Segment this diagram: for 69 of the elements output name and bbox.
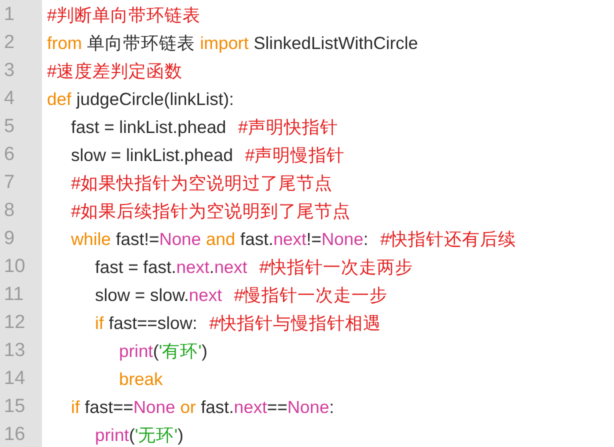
code-text: fast!= xyxy=(116,228,160,250)
line-number: 7 xyxy=(4,172,15,194)
code-comment: #慢指针一次走一步 xyxy=(234,284,388,307)
code-builtin: next xyxy=(176,256,210,278)
code-builtin: print xyxy=(119,340,154,362)
code-text: : xyxy=(329,396,334,418)
code-keyword: while xyxy=(71,228,111,250)
code-keyword: import xyxy=(200,32,249,54)
code-keyword: if xyxy=(71,396,80,418)
code-comment: #声明慢指针 xyxy=(244,144,345,167)
line-number: 13 xyxy=(4,340,26,362)
code-builtin: next xyxy=(188,284,222,306)
code-text: != xyxy=(306,228,322,250)
code-comment: #快指针与慢指针相遇 xyxy=(209,312,382,335)
line-number: 11 xyxy=(4,284,24,306)
code-text: fast = linkList.phead xyxy=(71,116,226,138)
line-number: 1 xyxy=(4,4,15,26)
code-builtin: next xyxy=(273,228,306,250)
code-text: SlinkedListWithCircle xyxy=(254,32,418,54)
line-number: 9 xyxy=(4,228,15,250)
code-keyword: or xyxy=(180,396,196,418)
code-comment: #快指针一次走两步 xyxy=(259,256,413,279)
line-number: 10 xyxy=(4,256,26,278)
line-number: 3 xyxy=(4,60,15,82)
line-number: 12 xyxy=(4,312,26,334)
code-text: judgeCircle(linkList): xyxy=(76,88,234,110)
code-builtin: print xyxy=(95,424,130,446)
line-number: 2 xyxy=(4,32,15,54)
line-number: 8 xyxy=(4,200,15,222)
code-text: fast. xyxy=(200,396,234,418)
code-text: fast==slow: xyxy=(108,312,198,334)
code-text: == xyxy=(266,396,288,418)
code-text: . xyxy=(209,256,214,278)
code-keyword: from xyxy=(47,32,82,54)
code-text: slow = linkList.phead xyxy=(71,144,233,166)
code-builtin: None xyxy=(321,228,364,250)
code-text: ) xyxy=(202,340,208,362)
code-keyword: def xyxy=(47,88,72,110)
code-keyword: and xyxy=(206,228,236,250)
code-builtin: None xyxy=(133,396,176,418)
code-comment: #速度差判定函数 xyxy=(47,60,183,83)
code-builtin: next xyxy=(214,256,248,278)
code-builtin: next xyxy=(234,396,267,418)
code-text: ( xyxy=(129,424,135,446)
code-text: fast = fast. xyxy=(95,256,176,278)
line-number: 6 xyxy=(4,144,15,166)
line-number: 16 xyxy=(4,424,26,446)
code-text: slow = slow. xyxy=(95,284,189,306)
code-comment: #快指针还有后续 xyxy=(380,228,516,251)
code-text: fast== xyxy=(84,396,134,418)
code-comment: #如果快指针为空说明过了尾节点 xyxy=(71,172,333,195)
code-comment: #判断单向带环链表 xyxy=(47,4,201,27)
line-number: 15 xyxy=(4,396,26,418)
code-comment: #如果后续指针为空说明到了尾节点 xyxy=(71,200,351,223)
code-comment: #声明快指针 xyxy=(238,116,338,139)
code-text: ) xyxy=(178,424,184,446)
line-number: 4 xyxy=(4,88,15,110)
line-number: 5 xyxy=(4,116,15,138)
code-builtin: None xyxy=(159,228,202,250)
code-builtin: None xyxy=(287,396,330,418)
code-text: ( xyxy=(153,340,159,362)
code-text: fast. xyxy=(240,228,274,250)
code-string: '无环' xyxy=(134,424,178,447)
code-keyword: break xyxy=(119,368,163,390)
code-text: : xyxy=(363,228,368,250)
code-string: '有环' xyxy=(158,340,202,363)
line-number: 14 xyxy=(4,368,26,390)
code-text: 单向带环链表 xyxy=(87,32,195,55)
code-keyword: if xyxy=(95,312,104,334)
